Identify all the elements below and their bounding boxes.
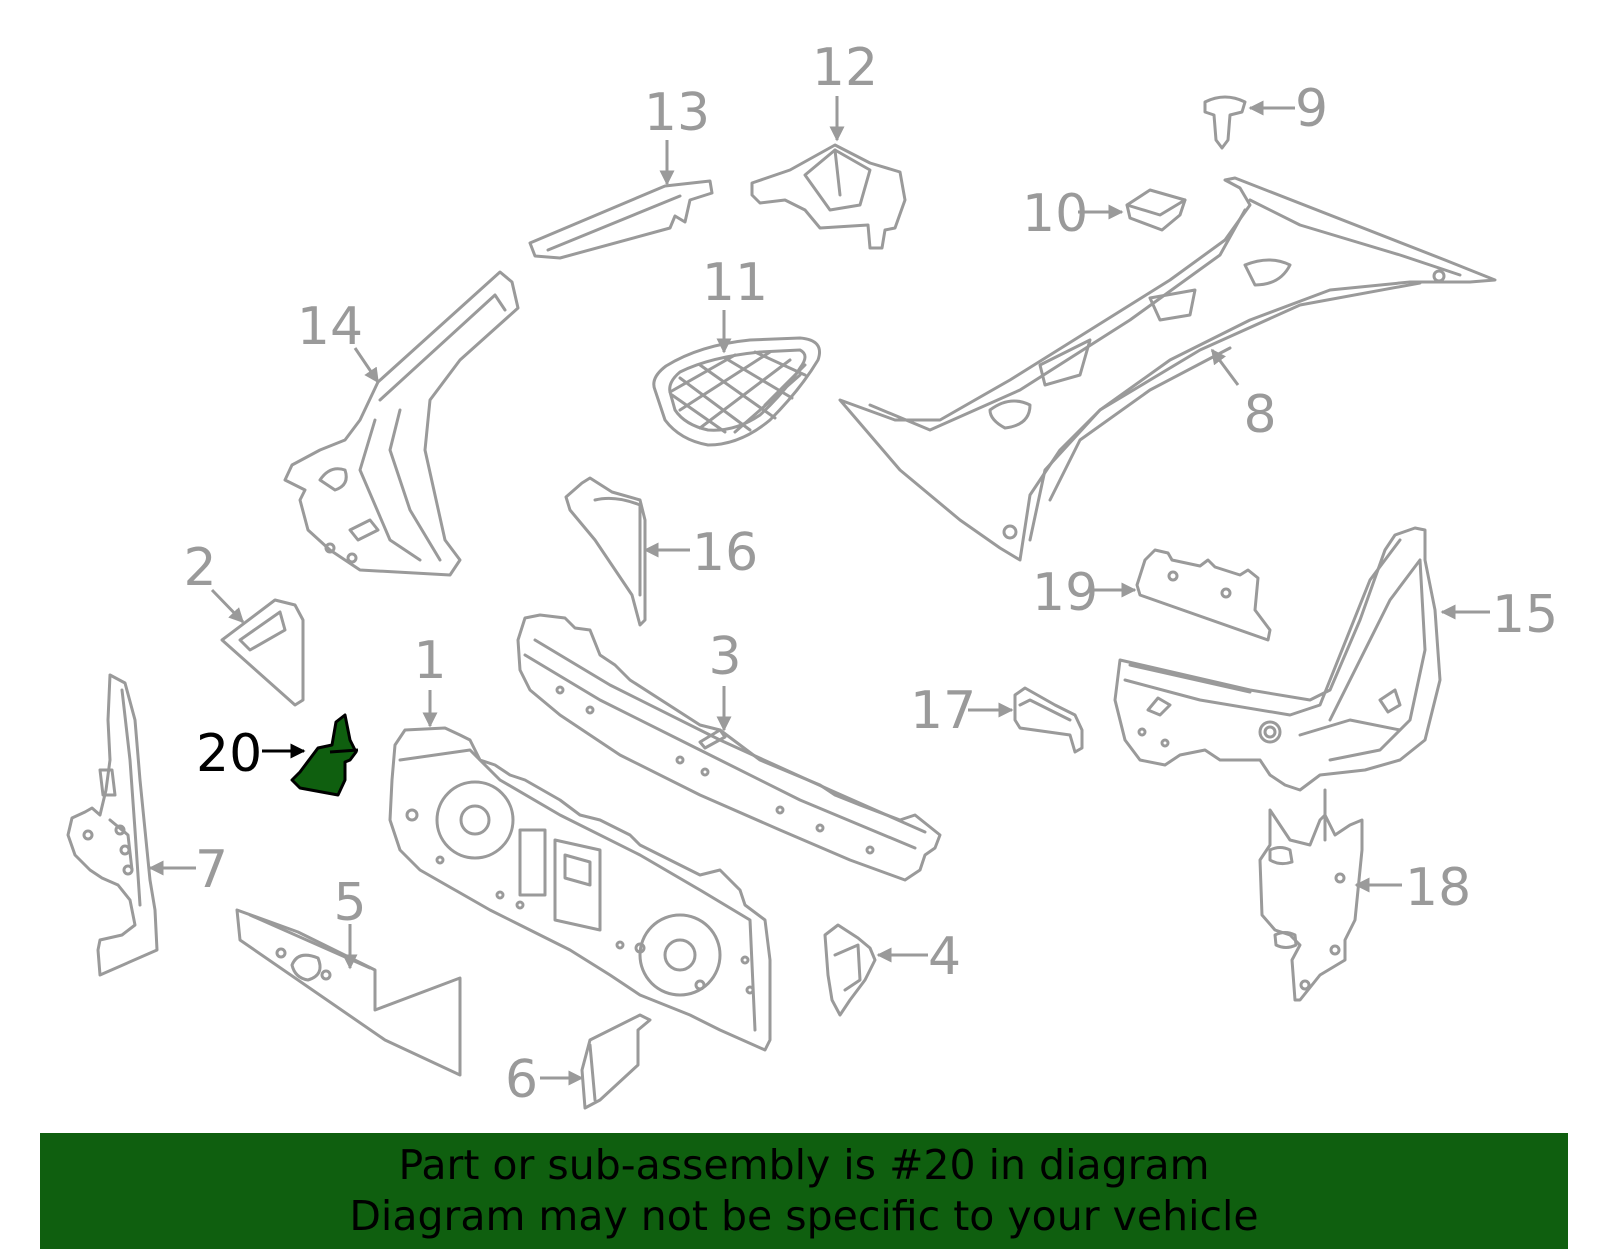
- callout-13[interactable]: 13: [644, 83, 710, 143]
- part-13-bracket[interactable]: [528, 179, 714, 260]
- part-20-highlighted[interactable]: [290, 713, 359, 797]
- part-4-bracket[interactable]: [823, 923, 877, 1017]
- part-18-bracket[interactable]: [1258, 788, 1364, 1002]
- callout-labels: 1 2 3 4 5 6 7 8 9 10 11 12 13 14 15 16 1…: [183, 38, 1558, 1110]
- banner-line-2: Diagram may not be specific to your vehi…: [349, 1192, 1259, 1240]
- part-16-panel[interactable]: [564, 476, 647, 627]
- callout-10[interactable]: 10: [1022, 184, 1088, 244]
- part-19-bracket[interactable]: [1135, 548, 1272, 642]
- part-14-pillar[interactable]: [283, 270, 520, 577]
- part-9-clip[interactable]: [1203, 95, 1247, 150]
- part-17-bracket[interactable]: [1013, 686, 1084, 754]
- callout-11[interactable]: 11: [702, 253, 768, 313]
- part-12-bracket[interactable]: [750, 143, 907, 250]
- callout-9[interactable]: 9: [1295, 79, 1328, 139]
- part-8-cowl-panel[interactable]: [838, 176, 1497, 562]
- callout-2[interactable]: 2: [183, 538, 216, 598]
- part-2-bracket[interactable]: [220, 598, 305, 707]
- leader-lines: [148, 96, 1490, 1086]
- callout-19[interactable]: 19: [1032, 563, 1098, 623]
- banner-line-1: Part or sub-assembly is #20 in diagram: [398, 1141, 1210, 1189]
- callout-3[interactable]: 3: [708, 627, 741, 687]
- callout-6[interactable]: 6: [505, 1050, 538, 1110]
- info-banner: Part or sub-assembly is #20 in diagram D…: [40, 1133, 1568, 1249]
- part-15-side-panel[interactable]: [1113, 526, 1442, 792]
- part-11-grille[interactable]: [652, 336, 821, 447]
- part-10-clip[interactable]: [1125, 188, 1187, 232]
- callout-12[interactable]: 12: [812, 38, 878, 98]
- callout-14[interactable]: 14: [297, 297, 363, 357]
- callout-8[interactable]: 8: [1243, 385, 1276, 445]
- callout-16[interactable]: 16: [692, 523, 758, 583]
- part-3-crossbar[interactable]: [516, 613, 942, 882]
- callout-1[interactable]: 1: [413, 631, 446, 691]
- callout-20[interactable]: 20: [196, 724, 262, 784]
- part-7-side-panel[interactable]: [66, 673, 159, 977]
- callout-7[interactable]: 7: [195, 840, 228, 900]
- callout-15[interactable]: 15: [1492, 585, 1558, 645]
- part-6-bracket[interactable]: [580, 1013, 652, 1110]
- callout-17[interactable]: 17: [910, 681, 976, 741]
- callout-5[interactable]: 5: [333, 873, 366, 933]
- part-1-dash-panel[interactable]: [388, 726, 772, 1052]
- callout-4[interactable]: 4: [928, 927, 961, 987]
- callout-18[interactable]: 18: [1405, 858, 1471, 918]
